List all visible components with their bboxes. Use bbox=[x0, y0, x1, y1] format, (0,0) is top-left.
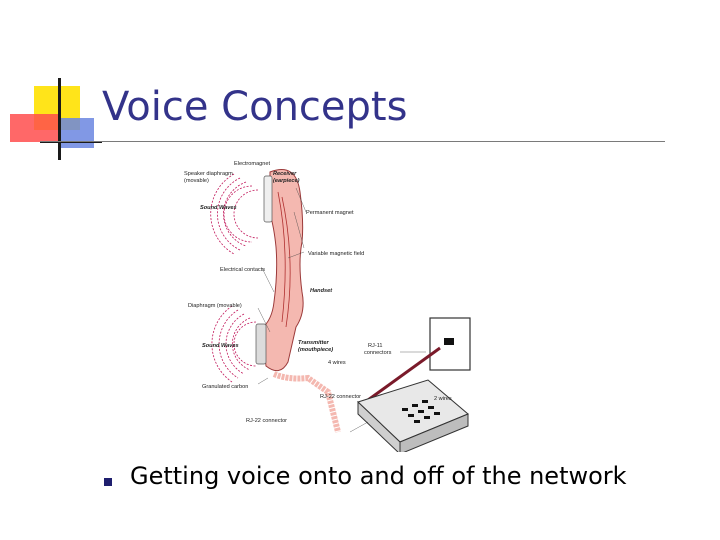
label-variable-field: Variable magnetic field bbox=[308, 251, 364, 257]
internal-wire-2 bbox=[281, 196, 291, 328]
label-sound-waves-bottom: Sound Waves bbox=[202, 343, 239, 349]
transmitter-cap bbox=[255, 323, 267, 365]
label-two-wires: 2 wires bbox=[434, 396, 452, 402]
sound-waves-bottom bbox=[211, 305, 257, 383]
wall-jack-port bbox=[444, 338, 454, 345]
logo-red-square bbox=[10, 114, 58, 142]
label-permanent-magnet: Permanent magnet bbox=[306, 210, 354, 216]
label-speaker-diaphragm: Speaker diaphragm bbox=[184, 171, 233, 177]
corner-logo bbox=[10, 78, 102, 160]
label-rj22-b: RJ-22 connector bbox=[246, 418, 287, 424]
sound-waves-top bbox=[210, 173, 259, 255]
bullet-text: Getting voice onto and off of the networ… bbox=[130, 462, 627, 490]
label-receiver-2: (earpiece) bbox=[273, 178, 300, 184]
label-transmitter: Transmitter bbox=[298, 340, 329, 346]
title-divider bbox=[40, 141, 665, 142]
label-rj22: RJ-22 connector bbox=[320, 394, 361, 400]
logo-blue-square bbox=[58, 118, 94, 148]
label-electromagnet: Electromagnet bbox=[234, 161, 271, 167]
internal-wire-1 bbox=[277, 191, 286, 323]
label-four-wires: 4 wires bbox=[328, 360, 346, 366]
label-diaphragm: Diaphragm (movable) bbox=[188, 303, 242, 309]
label-rj11-2: connectors bbox=[364, 350, 392, 356]
label-electrical-contacts: Electrical contacts bbox=[220, 267, 265, 273]
receiver-cap bbox=[263, 175, 273, 223]
logo-vertical-bar bbox=[58, 78, 61, 160]
label-sound-waves-top: Sound Waves bbox=[200, 205, 237, 211]
telephone-diagram: Electromagnet Speaker diaphragm (movable… bbox=[184, 161, 471, 452]
label-granulated-carbon: Granulated carbon bbox=[202, 384, 248, 390]
label-speaker-diaphragm-2: (movable) bbox=[184, 178, 209, 184]
label-rj11: RJ-11 bbox=[368, 343, 383, 349]
label-transmitter-2: (mouthpiece) bbox=[298, 347, 333, 353]
bullet-marker bbox=[104, 478, 112, 486]
slide-title: Voice Concepts bbox=[102, 84, 408, 130]
label-handset: Handset bbox=[310, 288, 333, 294]
keypad bbox=[402, 400, 440, 423]
logo-horizontal-bar bbox=[40, 141, 102, 143]
line-cord bbox=[367, 346, 441, 402]
handset-cord bbox=[272, 371, 341, 433]
label-receiver: Receiver bbox=[273, 171, 297, 177]
